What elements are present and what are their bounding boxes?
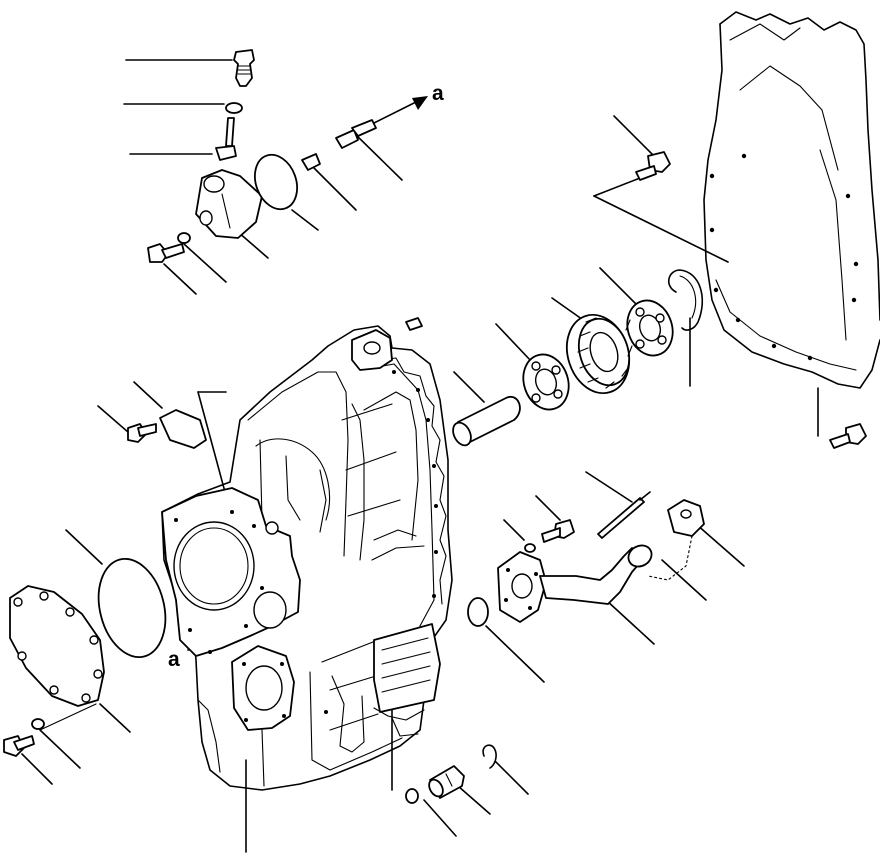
leader-lines [21, 59, 819, 853]
cover-bolt-lower [829, 423, 867, 449]
arrow-a-top: a [371, 82, 444, 125]
dowel-pin [405, 317, 423, 331]
filler-cap [647, 499, 705, 581]
retaining-clip [482, 744, 497, 769]
cover-plate-bolt [127, 423, 157, 443]
dipstick [597, 491, 651, 539]
valve-o-ring [225, 102, 243, 114]
filter-o-ring [467, 597, 489, 627]
cover-housing [703, 11, 880, 389]
sensor-o-ring [405, 788, 419, 804]
cover-bolt [635, 151, 671, 181]
valve-washer [177, 232, 191, 244]
valve-body [195, 169, 263, 239]
ball-bearing [522, 353, 570, 411]
pipe-bolt [541, 519, 575, 543]
front-gasket-ring [97, 557, 167, 659]
filler-pipe [497, 544, 653, 623]
front-cover [9, 585, 105, 707]
valve-stem [215, 117, 237, 161]
cover-washer [31, 718, 45, 730]
arrow-a-top-label: a [432, 82, 444, 105]
ball-bearing-small [626, 299, 674, 357]
roller-bearing [566, 313, 633, 395]
valve-gasket-ring [254, 153, 298, 211]
transmission-case [161, 325, 453, 791]
inspection-cover [159, 409, 207, 449]
elbow-fitting [335, 119, 377, 149]
plug [301, 153, 321, 171]
cover-bolt-left [3, 735, 35, 757]
snap-ring [668, 269, 704, 331]
pipe-washer [524, 543, 536, 553]
valve-bolt [147, 243, 185, 263]
arrow-a-left-label: a [168, 648, 180, 671]
pressure-sensor [428, 765, 465, 799]
temperature-sensor [233, 49, 255, 87]
shaft-sleeve [452, 395, 521, 447]
